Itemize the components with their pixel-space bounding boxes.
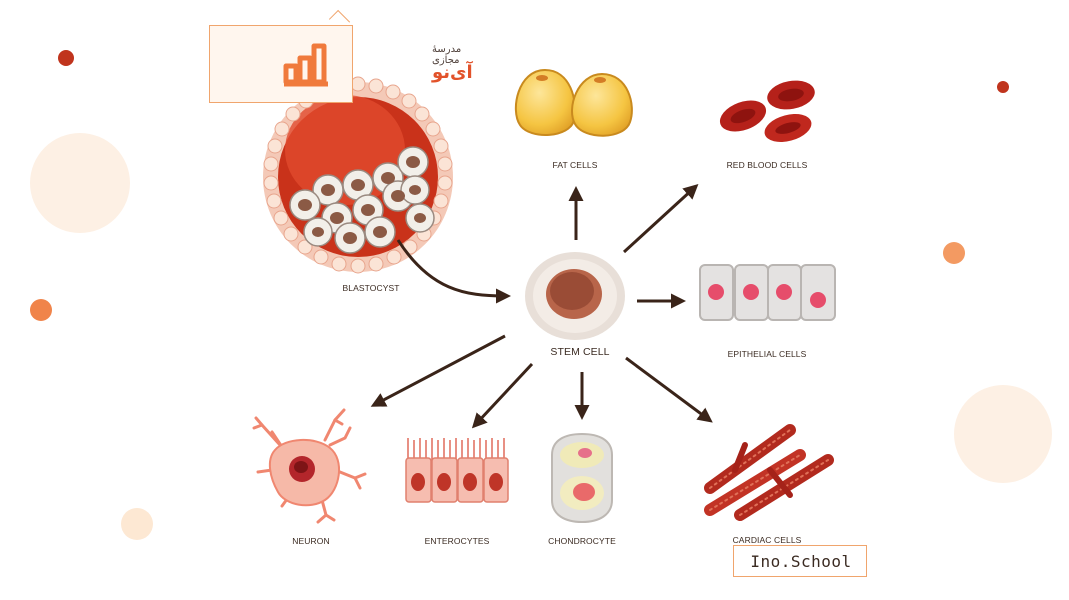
logo-subtitle: مدرسهٔ مجازی: [432, 44, 462, 66]
stem-cell-illustration: [525, 252, 625, 340]
neuron-illustration: [252, 408, 367, 524]
enterocytes-illustration: [405, 438, 509, 503]
decorative-dots: [30, 50, 1052, 540]
label-enterocytes: ENTEROCYTES: [424, 536, 490, 546]
label-chondrocyte: CHONDROCYTE: [548, 536, 616, 546]
logo-icon: [283, 43, 328, 87]
red-blood-cells-illustration: [719, 80, 815, 143]
epithelial-cells-illustration: [699, 264, 836, 321]
label-red-blood-cells: RED BLOOD CELLS: [726, 160, 808, 170]
label-stem-cell: STEM CELL: [550, 346, 610, 358]
blastocyst-illustration: [263, 76, 453, 274]
logo-title: آی‌نو: [432, 62, 473, 83]
chondrocyte-illustration: [551, 432, 613, 524]
logo: مدرسهٔ مجازی آی‌نو: [209, 25, 473, 103]
watermark-badge: Ino.School: [733, 545, 867, 577]
arrows: [370, 183, 713, 429]
watermark-text: Ino.School: [750, 552, 852, 571]
label-cardiac-cells: CARDIAC CELLS: [732, 535, 802, 545]
label-epithelial-cells: EPITHELIAL CELLS: [727, 349, 807, 359]
label-neuron: NEURON: [292, 536, 330, 546]
label-blastocyst: BLASTOCYST: [342, 283, 400, 293]
label-fat-cells: FAT CELLS: [552, 160, 598, 170]
cardiac-cells-illustration: [704, 424, 834, 521]
fat-cells-illustration: [514, 68, 633, 137]
